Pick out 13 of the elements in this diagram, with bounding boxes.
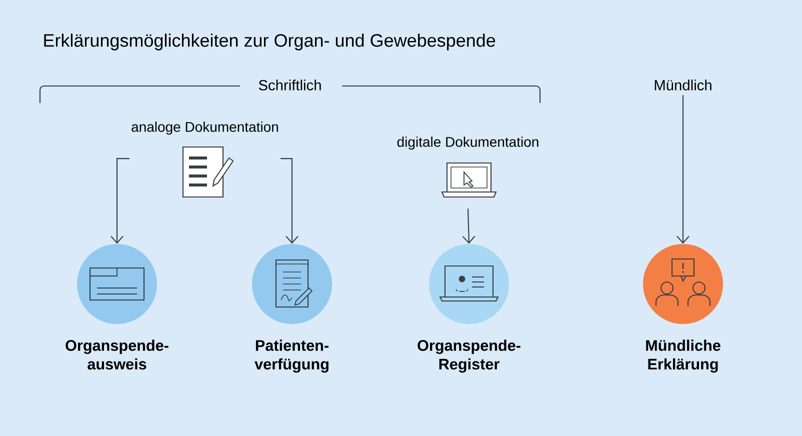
node-label: Mündliche Erklärung [646, 340, 720, 373]
group-label: Schriftlich [258, 80, 321, 90]
arrow [462, 208, 476, 244]
node-label: Organspende- ausweis [66, 340, 168, 370]
category-label: analoge Dokumentation [132, 122, 278, 135]
title: Erklärungsmöglichkeiten zur Organ- und Gewebespende [44, 34, 496, 50]
node-label: Organspende- Register [418, 340, 520, 373]
category-label: Mündlich [654, 80, 712, 90]
arrow [280, 158, 298, 244]
arrow [676, 95, 690, 244]
node-label: Patienten- verfügung [254, 340, 328, 373]
arrow [110, 158, 130, 244]
category-label: digitale Dokumentation [397, 136, 538, 150]
